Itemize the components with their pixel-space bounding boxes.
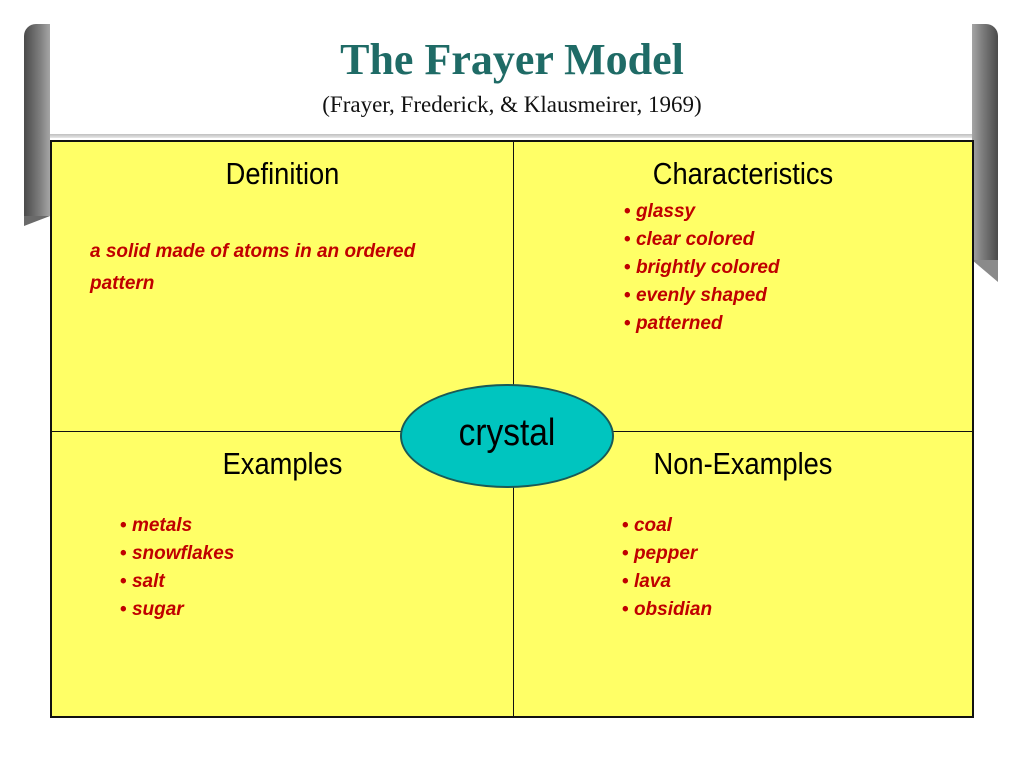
header-divider (50, 134, 972, 138)
non-examples-list: coal pepper lava obsidian (622, 512, 712, 624)
non-examples-heading: Non-Examples (653, 446, 833, 481)
list-item: pepper (622, 540, 712, 568)
list-item: coal (622, 512, 712, 540)
list-item: clear colored (624, 226, 780, 254)
left-decorative-bar (24, 24, 50, 226)
quadrant-examples: Examples (52, 446, 513, 482)
list-item: brightly colored (624, 254, 780, 282)
list-item: sugar (120, 596, 234, 624)
characteristics-heading: Characteristics (652, 156, 834, 191)
list-item: lava (622, 568, 712, 596)
definition-text: a solid made of atoms in an ordered patt… (90, 241, 416, 294)
right-decorative-bar (972, 24, 998, 282)
list-item: obsidian (622, 596, 712, 624)
examples-heading: Examples (222, 446, 343, 481)
list-item: snowflakes (120, 540, 234, 568)
characteristics-list: glassy clear colored brightly colored ev… (624, 198, 780, 338)
list-item: salt (120, 568, 234, 596)
examples-list: metals snowflakes salt sugar (120, 512, 234, 624)
list-item: metals (120, 512, 234, 540)
list-item: glassy (624, 198, 780, 226)
center-term: crystal (458, 412, 556, 454)
list-item: evenly shaped (624, 282, 780, 310)
slide-title: The Frayer Model (340, 35, 684, 84)
slide-subtitle: (Frayer, Frederick, & Klausmeirer, 1969) (322, 92, 702, 117)
center-term-ellipse: crystal (400, 384, 614, 488)
list-item: patterned (624, 310, 780, 338)
quadrant-non-examples: Non-Examples (514, 446, 972, 482)
quadrant-characteristics: Characteristics (514, 156, 972, 192)
quadrant-definition: Definition (52, 156, 513, 192)
definition-heading: Definition (225, 156, 340, 191)
